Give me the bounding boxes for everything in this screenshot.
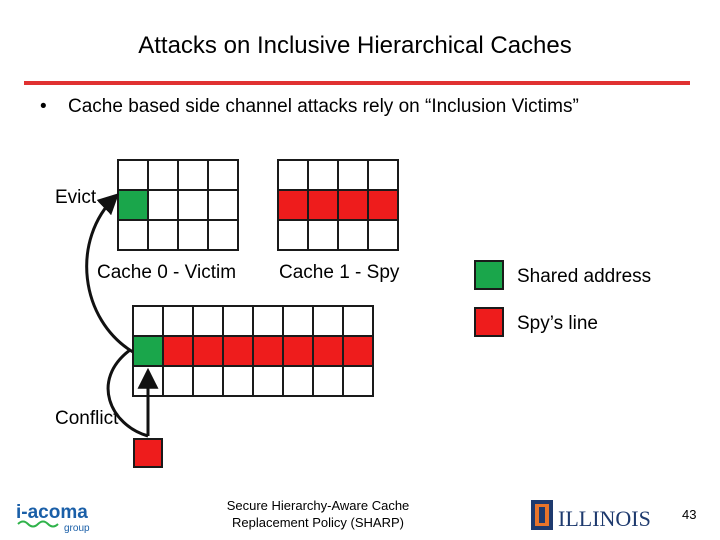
title-divider xyxy=(24,81,690,85)
incoming-spy-line xyxy=(133,438,163,468)
cache1-label: Cache 1 - Spy xyxy=(279,262,400,283)
cache0-line xyxy=(207,219,239,251)
svg-text:ILLINOIS: ILLINOIS xyxy=(558,506,651,531)
shared-cache-line xyxy=(342,365,374,397)
footer-line1: Secure Hierarchy-Aware Cache xyxy=(226,498,410,513)
cache1-line xyxy=(367,159,399,191)
legend-spy-swatch xyxy=(474,307,504,337)
shared-cache-grid xyxy=(132,305,374,397)
page-number: 43 xyxy=(682,507,697,522)
shared-cache-line xyxy=(282,365,314,397)
legend-shared-swatch xyxy=(474,260,504,290)
evict-label: Evict xyxy=(55,187,97,208)
conflict-arrow-curve xyxy=(106,348,149,438)
cache0-line xyxy=(207,159,239,191)
bullet-text: Cache based side channel attacks rely on… xyxy=(68,96,579,117)
evict-arrow xyxy=(85,193,134,354)
cache0-grid xyxy=(117,159,239,251)
svg-text:i-acoma: i-acoma xyxy=(16,502,88,523)
legend-shared-label: Shared address xyxy=(517,266,652,287)
cache1-grid xyxy=(277,159,399,251)
iacoma-logo: i-acoma group xyxy=(14,498,104,534)
conflict-label: Conflict xyxy=(55,408,119,429)
footer-caption: Secure Hierarchy-Aware Cache Replacement… xyxy=(200,497,436,531)
illinois-logo: ILLINOIS xyxy=(530,499,670,533)
bullet-marker: • xyxy=(40,96,47,117)
cache0-label: Cache 0 - Victim xyxy=(97,262,237,283)
cache1-line xyxy=(367,189,399,221)
bullet-point: • Cache based side channel attacks rely o… xyxy=(40,96,579,118)
legend-spy-label: Spy’s line xyxy=(517,313,598,334)
svg-text:group: group xyxy=(64,523,90,534)
footer-line2: Replacement Policy (SHARP) xyxy=(232,515,404,530)
cache1-line xyxy=(307,219,339,251)
slide-title: Attacks on Inclusive Hierarchical Caches xyxy=(138,32,572,59)
cache1-line xyxy=(367,219,399,251)
